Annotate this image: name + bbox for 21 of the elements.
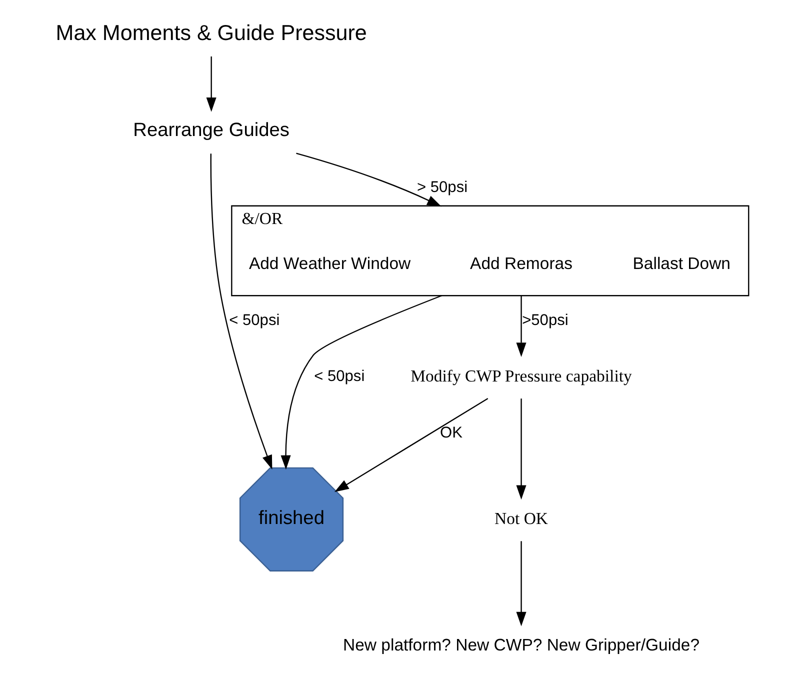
arrow xyxy=(280,295,442,470)
node-text: Add Weather Window xyxy=(248,254,411,273)
node-text: Add Remoras xyxy=(470,254,572,273)
edge-label: > 50psi xyxy=(417,178,468,196)
edge-label: < 50psi xyxy=(229,312,280,329)
arrow xyxy=(210,154,272,470)
arrow xyxy=(516,398,526,500)
arrow xyxy=(206,56,216,112)
arrow xyxy=(516,541,526,626)
node-text: Ballast Down xyxy=(632,254,731,273)
arrow xyxy=(516,296,526,357)
edge-label: < 50psi xyxy=(314,368,365,386)
arrow xyxy=(334,398,488,492)
edge-label: OK xyxy=(440,424,462,442)
node-text: New platform? New CWP? New Gripper/Guide? xyxy=(343,636,700,655)
node-text: Rearrange Guides xyxy=(133,120,290,142)
edge-label: >50psi xyxy=(522,312,568,329)
node-text: Modify CWP Pressure capability xyxy=(410,366,632,386)
node-text: Not OK xyxy=(494,508,548,528)
arrow xyxy=(296,152,442,207)
node-text: Max Moments & Guide Pressure xyxy=(56,21,367,46)
